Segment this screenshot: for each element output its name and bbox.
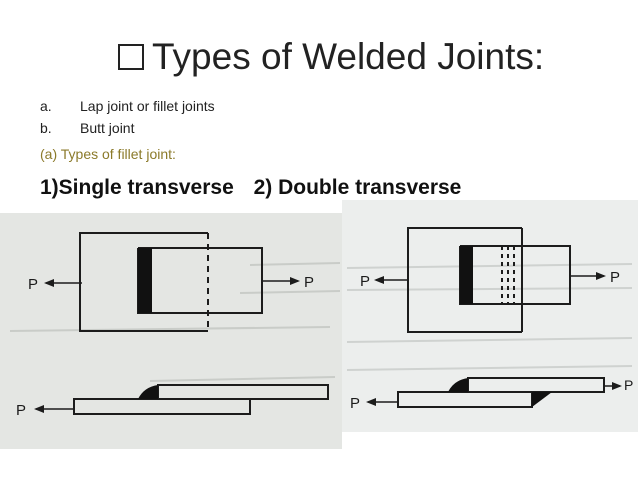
background-text-bleed — [9, 262, 341, 382]
fillet-weld-block — [138, 248, 152, 313]
single-transverse-label: 1)Single transverse — [40, 176, 234, 199]
double-transverse-figure: P P P P — [342, 200, 638, 432]
bottom-left-force-label: P — [350, 395, 360, 412]
bottom-left-arrow-icon — [366, 398, 376, 406]
left-force-label: P — [360, 273, 370, 290]
left-arrow-icon — [44, 279, 54, 287]
fillet-types-line: 1)Single transverse 2) Double transverse — [40, 176, 461, 200]
bottom-force-label: P — [16, 402, 26, 419]
double-transverse-diagram: P P P P — [342, 200, 638, 432]
fillet-weld-block — [460, 246, 473, 304]
right-arrow-icon — [290, 277, 300, 285]
photo-background — [342, 200, 638, 432]
double-transverse-label: 2) Double transverse — [253, 176, 462, 199]
bottom-arrow-icon — [34, 405, 44, 413]
bottom-right-arrow-icon — [612, 382, 622, 390]
hatched-weld — [501, 246, 515, 304]
slide-title: Types of Welded Joints: — [118, 36, 544, 78]
right-force-label: P — [610, 269, 620, 286]
joint-type-list: a. Lap joint or fillet joints b. Butt jo… — [40, 95, 215, 139]
side-fillet-weld-left — [448, 378, 468, 392]
list-item-text: Butt joint — [80, 120, 135, 136]
fillet-types-subheading: (a) Types of fillet joint: — [40, 146, 176, 162]
list-marker: b. — [40, 120, 52, 136]
checkbox-bullet-icon — [118, 44, 144, 70]
side-fillet-weld — [138, 385, 158, 399]
background-text-bleed — [346, 263, 633, 371]
list-marker: a. — [40, 98, 52, 114]
single-transverse-diagram: P P P — [0, 213, 342, 449]
side-fillet-weld-right — [532, 392, 552, 407]
single-transverse-figure: P P P — [0, 213, 342, 449]
list-item: b. Butt joint — [40, 117, 215, 139]
list-item: a. Lap joint or fillet joints — [40, 95, 215, 117]
bottom-right-force-label: P — [624, 377, 633, 393]
right-force-label: P — [304, 274, 314, 291]
left-arrow-icon — [374, 276, 384, 284]
slide-title-text: Types of Welded Joints: — [152, 36, 545, 77]
left-force-label: P — [28, 276, 38, 293]
side-plate-bottom — [73, 398, 251, 415]
list-item-text: Lap joint or fillet joints — [80, 98, 215, 114]
right-arrow-icon — [596, 272, 606, 280]
top-plate-left — [79, 232, 208, 332]
